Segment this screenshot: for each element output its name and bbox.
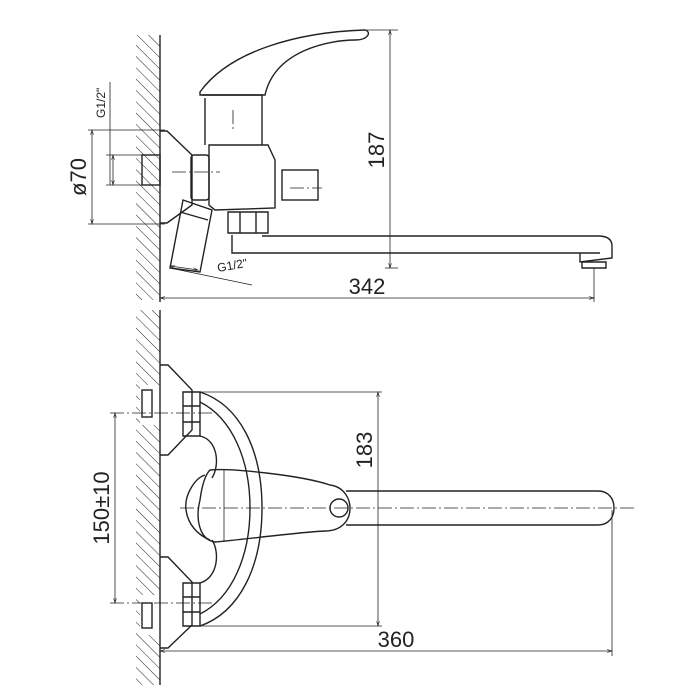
- faucet-body: [208, 144, 276, 211]
- body-lobes: [199, 435, 218, 584]
- cartridge-cap: [185, 474, 211, 541]
- thread-dimension: [170, 266, 198, 270]
- outlet-stub: [281, 169, 319, 201]
- spout: [346, 490, 615, 526]
- inlet-stub-upper: [141, 389, 153, 418]
- connection-nut: [190, 154, 210, 201]
- inlet-stub-lower: [141, 602, 153, 629]
- escutcheon-upper: [160, 364, 193, 456]
- wall-hatch: [136, 35, 160, 300]
- height-label: 187: [364, 132, 389, 169]
- hose-connector: [169, 199, 213, 273]
- thread-bottom-label: G1/2": [216, 256, 248, 275]
- diameter-label: ø70: [66, 158, 91, 196]
- front-view: 183 150±10 360: [89, 310, 636, 685]
- cartridge-column: [202, 94, 263, 145]
- side-view: 187 342 ø70 G1/2" G1/2": [66, 29, 613, 302]
- spout: [231, 235, 613, 263]
- aerator: [581, 261, 607, 269]
- lever-handle: [199, 29, 370, 96]
- diverter: [227, 211, 269, 234]
- thread-top-label: G1/2": [94, 88, 108, 118]
- escutcheon: [160, 130, 193, 224]
- body-arc-outer: [199, 391, 263, 627]
- escutcheon-lower: [160, 556, 193, 649]
- length-label: 360: [378, 627, 415, 652]
- lever-handle: [197, 468, 351, 543]
- height-label: 183: [352, 432, 377, 469]
- spacing-label: 150±10: [89, 471, 114, 544]
- inlet-stub: [141, 154, 161, 186]
- length-label: 342: [349, 274, 386, 299]
